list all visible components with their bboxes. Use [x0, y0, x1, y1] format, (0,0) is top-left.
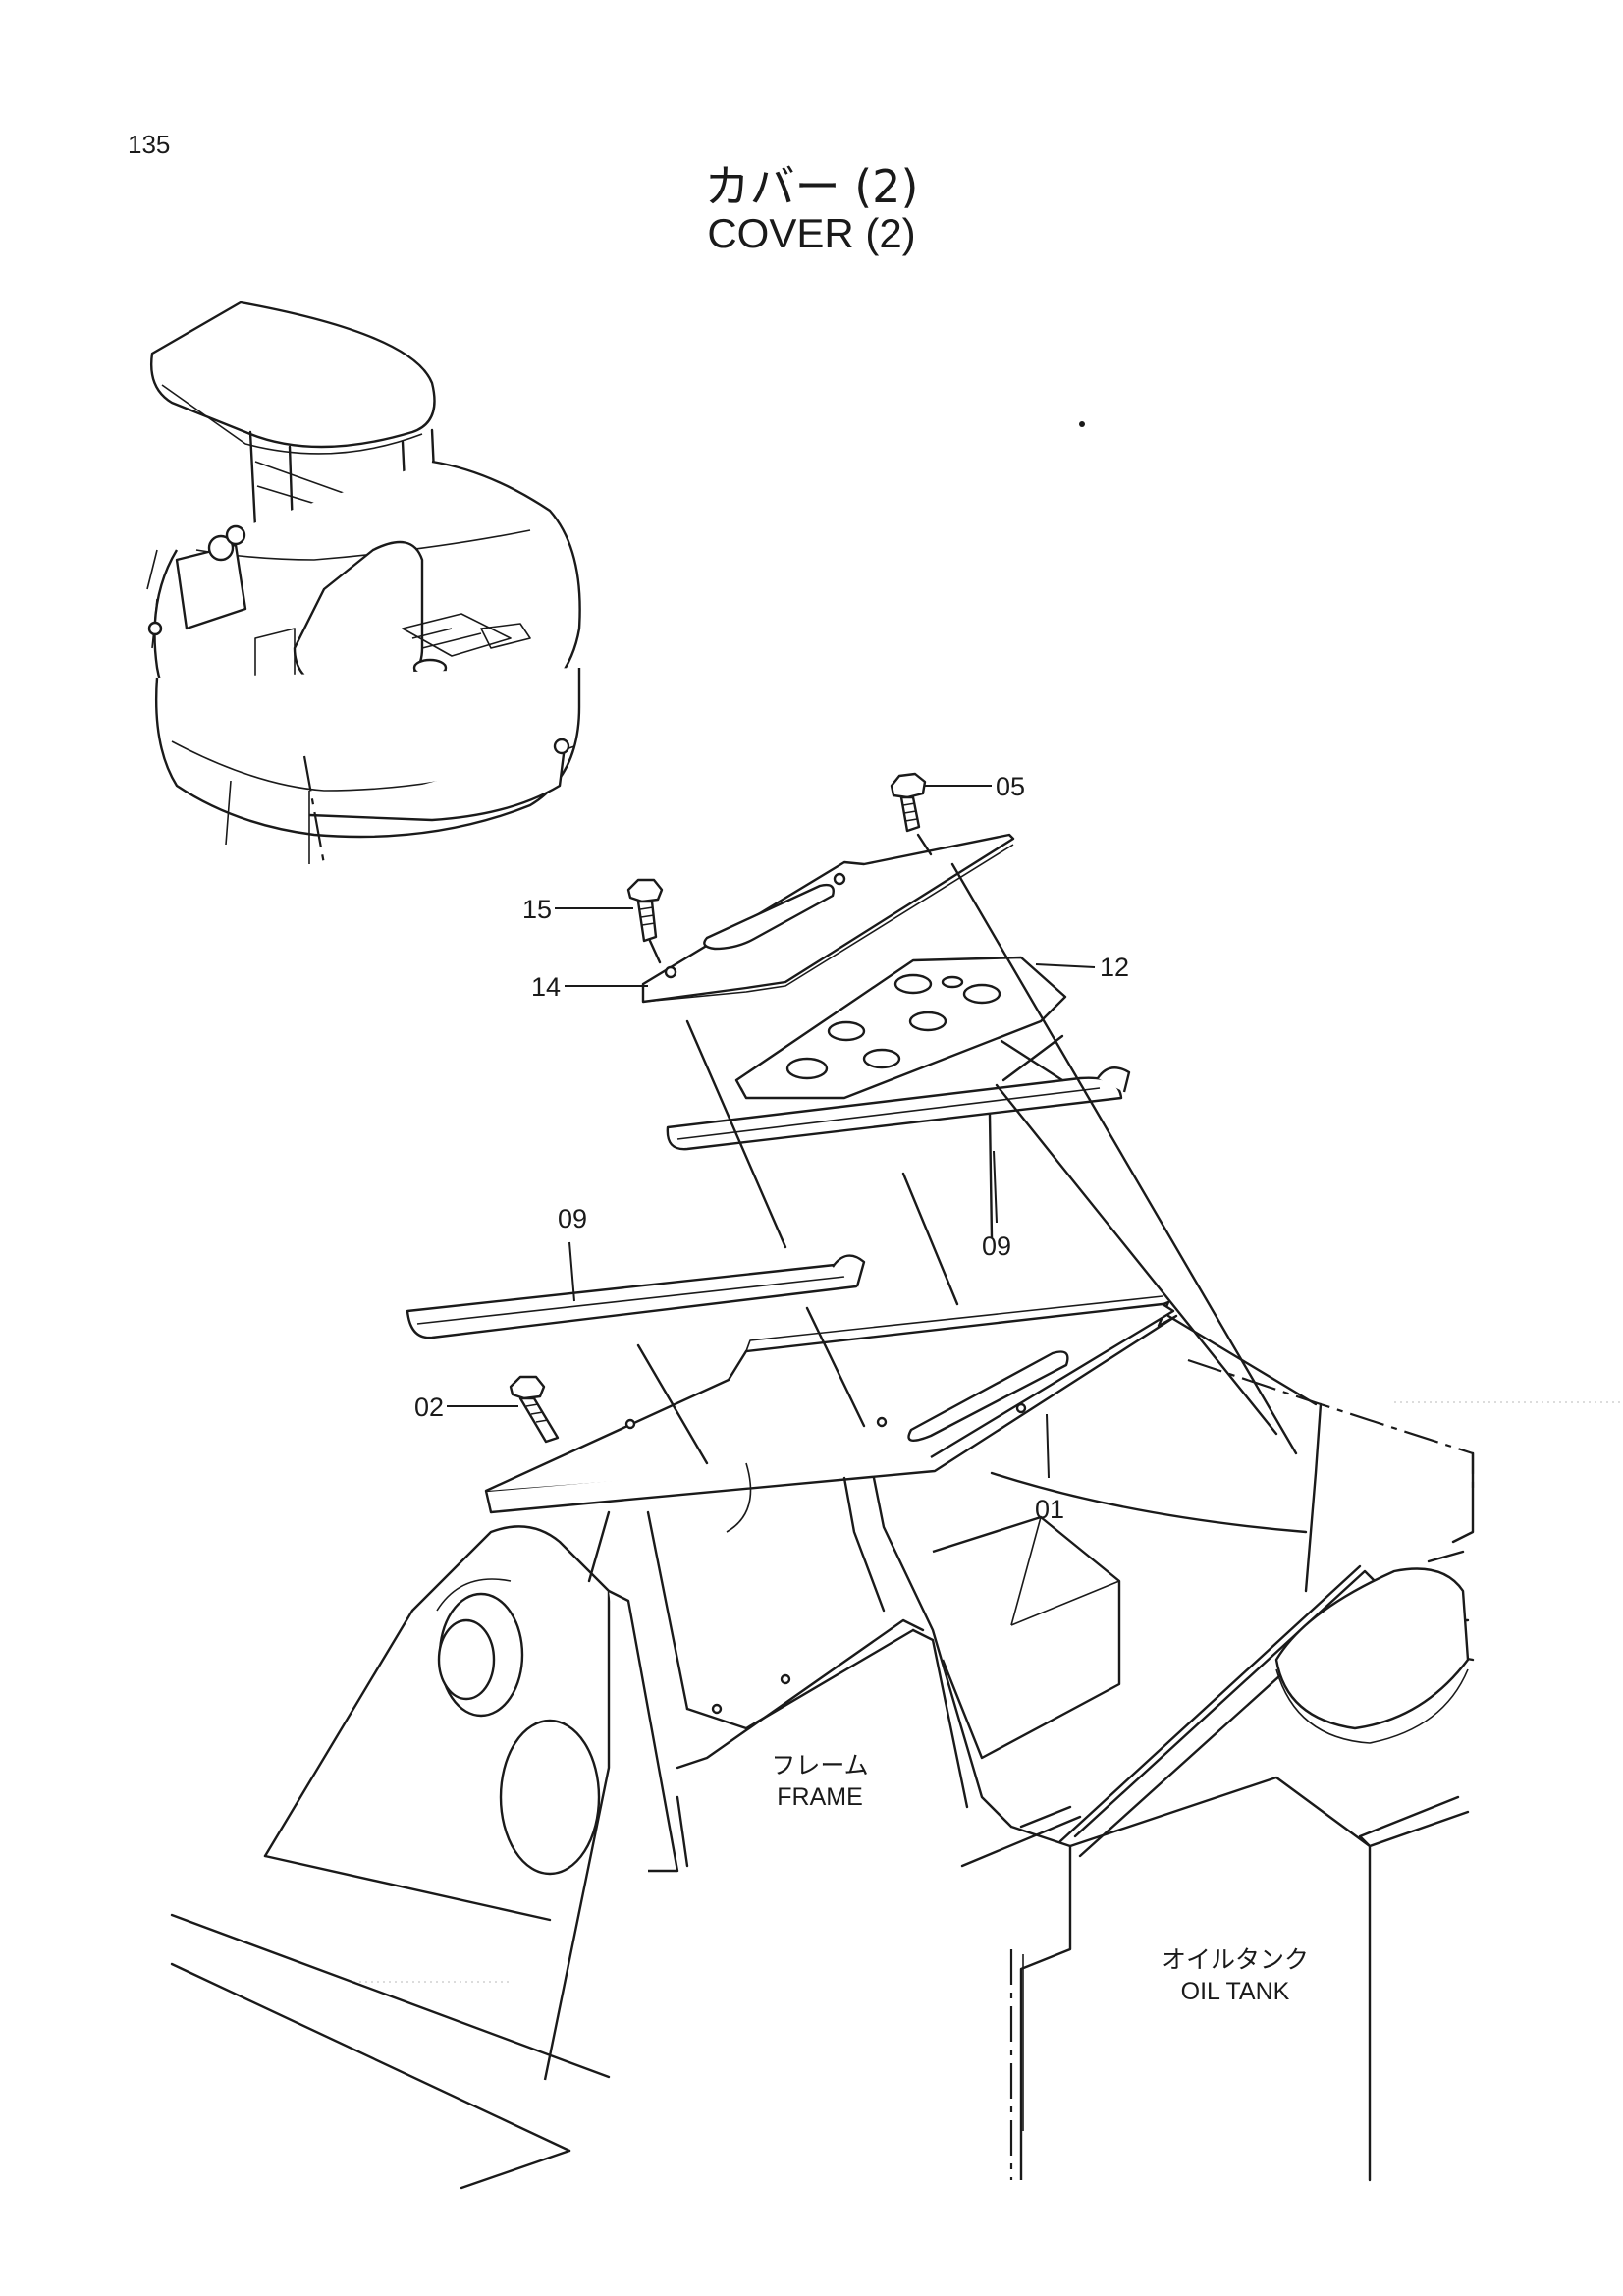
callout-14: 14	[531, 972, 562, 1002]
callout-09-upper-strip: 09	[982, 1231, 1012, 1261]
canopy-roof	[150, 301, 436, 449]
bolt-05	[890, 772, 927, 833]
bolt-02	[509, 1375, 560, 1444]
oil-tank-label-english: OIL TANK	[1180, 1978, 1290, 2005]
part-12-plate	[734, 956, 1067, 1100]
callout-15: 15	[522, 895, 553, 924]
callout-01: 01	[1035, 1495, 1065, 1524]
part-14-plate	[641, 833, 1015, 1004]
assembly-guide-lines	[636, 833, 1298, 1465]
oil-tank-body	[1010, 1825, 1072, 2180]
exploded-parts	[406, 772, 1298, 1514]
callout-12: 12	[1100, 953, 1130, 982]
page-title-japanese: カバー (2)	[704, 160, 919, 213]
machine-overview-illustration	[146, 301, 581, 865]
frame-label: フレーム FRAME	[746, 1750, 893, 1813]
part-01-cover-plate	[484, 1295, 1178, 1514]
frame-structure	[170, 1314, 1475, 2190]
bolt-15	[626, 878, 664, 943]
callout-02: 02	[414, 1393, 445, 1422]
part-09-lower-strip	[406, 1254, 866, 1339]
scan-artifacts	[353, 421, 1623, 1983]
page-number: 135	[128, 130, 171, 159]
part-09-upper-strip	[666, 1066, 1131, 1151]
frame-label-japanese: フレーム	[771, 1751, 869, 1779]
page-title-english: COVER (2)	[707, 210, 916, 256]
oil-tank-label-japanese: オイルタンク	[1161, 1945, 1309, 1974]
callout-09-lower-strip: 09	[558, 1204, 588, 1233]
callout-05: 05	[996, 772, 1026, 801]
callout-leaders	[447, 785, 1096, 1479]
frame-label-english: FRAME	[777, 1783, 863, 1811]
oil-tank-label: オイルタンク OIL TANK	[1137, 1944, 1333, 2007]
